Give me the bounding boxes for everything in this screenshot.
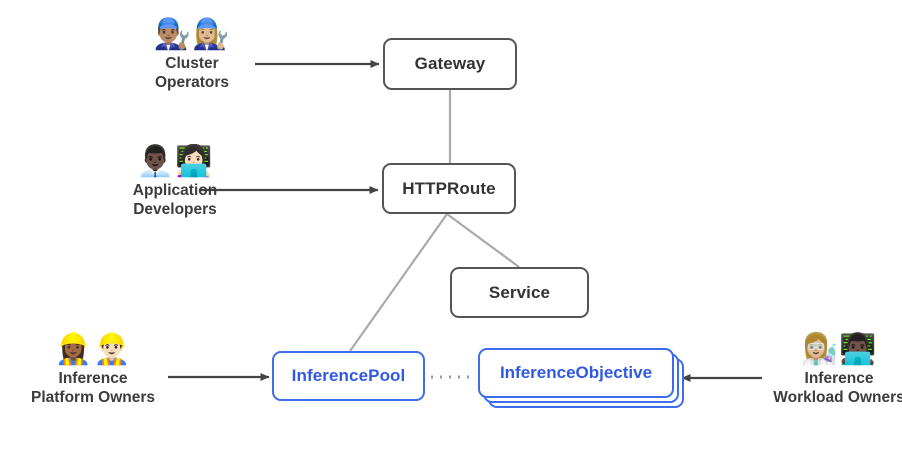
edge-httproute-to-inferencepool (349, 213, 448, 352)
persona-inference-platform-owners-label: Inference Platform Owners (30, 370, 156, 406)
node-inferenceobjective-label: InferenceObjective (478, 348, 674, 398)
cluster-operators-avatars-icon: 👨🏽‍🔧👩🏼‍🔧 (153, 18, 231, 51)
inference-workload-owners-avatars-icon: 👩🏼‍🔬👨🏿‍💻 (800, 333, 878, 366)
persona-inference-platform-owners: 👷🏾‍♀️👷🏻‍♂️ Inference Platform Owners (8, 333, 178, 407)
node-service[interactable]: Service (450, 267, 589, 318)
persona-inference-workload-owners: 👩🏼‍🔬👨🏿‍💻 Inference Workload Owners (754, 333, 902, 407)
inference-platform-owners-avatars-icon: 👷🏾‍♀️👷🏻‍♂️ (54, 333, 132, 366)
node-inferenceobjective[interactable]: InferenceObjective (478, 348, 684, 408)
persona-inference-workload-owners-label: Inference Workload Owners (773, 370, 902, 406)
persona-application-developers: 👨🏿‍💼👩🏻‍💻 Application Developers (90, 145, 260, 219)
edge-httproute-to-service (446, 213, 520, 268)
persona-application-developers-label: Application Developers (132, 182, 218, 218)
persona-cluster-operators: 👨🏽‍🔧👩🏼‍🔧 Cluster Operators (122, 18, 262, 92)
application-developers-avatars-icon: 👨🏿‍💼👩🏻‍💻 (136, 145, 214, 178)
persona-cluster-operators-label: Cluster Operators (154, 55, 230, 91)
node-httproute[interactable]: HTTPRoute (382, 163, 516, 214)
node-inferencepool[interactable]: InferencePool (272, 351, 425, 401)
node-gateway[interactable]: Gateway (383, 38, 517, 90)
